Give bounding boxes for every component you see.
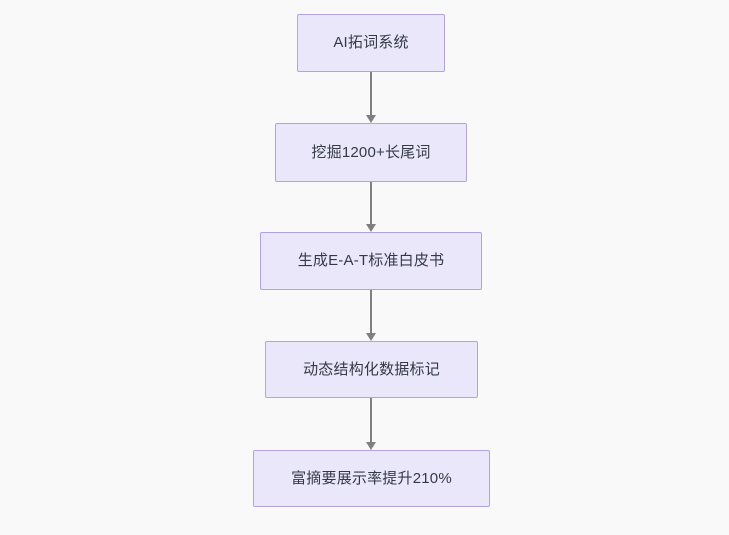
flow-node-label: 动态结构化数据标记	[303, 360, 440, 378]
arrowhead-icon	[366, 442, 376, 450]
flow-node-label: 富摘要展示率提升210%	[291, 469, 452, 487]
arrowhead-icon	[366, 224, 376, 232]
flow-node-generate-eat-whitepaper[interactable]: 生成E-A-T标准白皮书	[260, 232, 482, 290]
flow-node-label: 生成E-A-T标准白皮书	[297, 252, 445, 269]
flow-node-mine-longtail-keywords[interactable]: 挖掘1200+长尾词	[275, 123, 467, 182]
edge-line	[370, 182, 372, 224]
flow-node-rich-snippet-impression-uplift[interactable]: 富摘要展示率提升210%	[253, 450, 490, 507]
arrowhead-icon	[366, 333, 376, 341]
arrowhead-icon	[366, 115, 376, 123]
edge-line	[370, 398, 372, 442]
flow-node-dynamic-structured-data-markup[interactable]: 动态结构化数据标记	[265, 341, 478, 398]
edge-line	[370, 72, 372, 115]
flow-node-ai-keyword-system[interactable]: AI拓词系统	[297, 14, 445, 72]
flow-node-label: 挖掘1200+长尾词	[311, 143, 431, 161]
flow-node-label: AI拓词系统	[333, 34, 409, 51]
edge-line	[370, 290, 372, 333]
